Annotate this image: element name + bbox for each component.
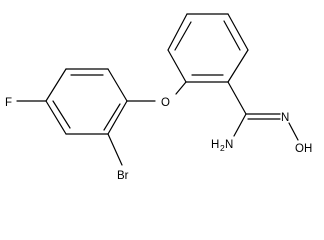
double-bond-inner-right — [103, 103, 121, 131]
bond-c6-c1 — [45, 68, 67, 102]
bond-o-c-right — [175, 81, 187, 95]
amine-n-label: N — [225, 139, 233, 151]
bond-c-nh2 — [233, 113, 247, 137]
hydroxyl-label: OH — [295, 143, 312, 155]
right-benzene-ring — [167, 13, 249, 83]
bond-ring-c-amidine — [227, 81, 247, 115]
chemical-structure-diagram: F Br O H 2 N N OH — [5, 13, 312, 182]
bond-c5-c6 — [45, 100, 67, 135]
left-benzene-ring — [45, 68, 128, 135]
double-bond-inner-left-r — [174, 21, 192, 51]
imine-n-label: N — [281, 112, 289, 124]
bond-n-oh — [288, 122, 299, 141]
bond-r2-r3 — [167, 13, 188, 51]
ether-oxygen-label: O — [161, 97, 170, 109]
double-bond-inner-left — [52, 100, 71, 129]
amine-h-label: H — [211, 139, 219, 151]
bromine-label: Br — [117, 170, 129, 182]
bond-r4-r5 — [227, 13, 249, 51]
double-bond-inner-right-r — [223, 20, 241, 51]
bond-c2-c3 — [107, 68, 128, 102]
bond-r5-r6 — [227, 49, 249, 83]
bond-r1-r2 — [167, 49, 187, 83]
bond-c3-c4 — [107, 100, 128, 135]
bond-c-br — [107, 133, 123, 166]
amine-subscript-label: 2 — [220, 143, 225, 153]
fluorine-label: F — [5, 97, 12, 109]
